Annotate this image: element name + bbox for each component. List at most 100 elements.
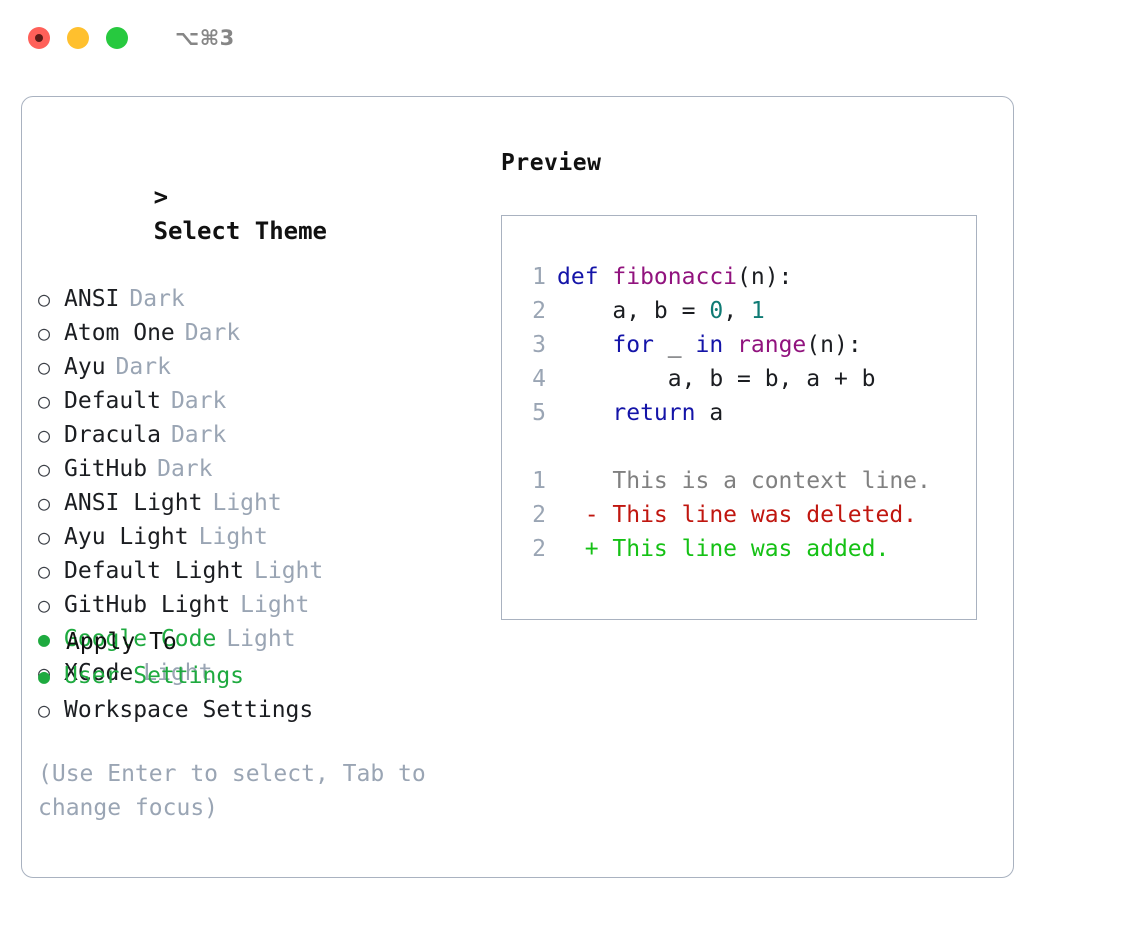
radio-unselected-icon: ○ (38, 423, 51, 447)
apply-to-options: ● User Settings ○ Workspace Settings (38, 659, 498, 727)
theme-name: Ayu Light (64, 524, 189, 550)
traffic-light-group (28, 27, 128, 49)
code-line-text: a, b = 0, 1 (557, 294, 765, 328)
window-titlebar: ⌥⌘3 (0, 0, 1140, 76)
keyboard-shortcut-label: ⌥⌘3 (175, 26, 235, 50)
diff-line-text: This is a context line. (557, 468, 931, 494)
line-number: 5 (532, 400, 546, 426)
theme-list-item[interactable]: ○ GitHub Dark (38, 452, 498, 486)
line-number: 2 (532, 502, 546, 528)
radio-unselected-icon: ○ (38, 457, 51, 481)
code-line: 5 return a (502, 396, 976, 430)
theme-list-item[interactable]: ○ Atom One Dark (38, 316, 498, 350)
diff-line-text: - This line was deleted. (557, 502, 918, 528)
radio-unselected-icon: ○ (38, 559, 51, 583)
code-token-plain: _ (653, 332, 696, 358)
theme-kind-badge: Light (198, 524, 268, 550)
code-token-plain: (n): (806, 332, 862, 358)
code-token-fn: fibonacci (612, 264, 738, 290)
apply-to-title: Apply To (66, 629, 177, 655)
theme-kind-badge: Dark (115, 354, 171, 380)
code-token-plain: a (695, 400, 724, 426)
code-token-plain (557, 332, 612, 358)
theme-name: XCode (64, 660, 134, 686)
diff-line: 2 - This line was deleted. (502, 498, 976, 532)
theme-kind-badge: Dark (170, 388, 227, 414)
theme-list-item[interactable]: ○ Default Dark (38, 384, 498, 418)
line-number: 2 (532, 536, 546, 562)
theme-list-item[interactable]: ○ Default Light Light (38, 554, 498, 588)
theme-kind-badge: Light (143, 660, 213, 686)
close-button[interactable] (28, 27, 50, 49)
theme-list-item[interactable]: ○ ANSI Dark (38, 282, 498, 316)
code-token-plain: a, b = (557, 298, 710, 324)
code-diff-spacer (502, 430, 976, 464)
code-token-kw: in (695, 332, 724, 358)
code-token-kw: def (557, 264, 613, 290)
code-line: 4 a, b = b, a + b (502, 362, 976, 396)
code-line-text: def fibonacci(n): (557, 260, 792, 294)
radio-unselected-icon: ○ (38, 698, 51, 722)
diff-line: 2 + This line was added. (502, 532, 976, 566)
radio-unselected-icon: ○ (38, 321, 51, 345)
line-number: 3 (532, 332, 546, 358)
maximize-button[interactable] (106, 27, 128, 49)
theme-kind-badge: Light (254, 558, 324, 584)
diff-sample: 1 This is a context line.2 - This line w… (502, 464, 976, 566)
theme-name: Ayu (64, 354, 106, 380)
code-token-num: 1 (750, 298, 765, 324)
code-line: 1 def fibonacci(n): (502, 260, 976, 294)
radio-unselected-icon: ○ (38, 287, 51, 311)
code-line-text: a, b = b, a + b (557, 362, 876, 396)
minimize-button[interactable] (67, 27, 89, 49)
radio-unselected-icon: ○ (38, 389, 51, 413)
code-line-text: return a (557, 396, 723, 430)
apply-to-section: Apply To ● User Settings ○ Workspace Settin… (38, 625, 498, 727)
code-token-num: 0 (709, 298, 724, 324)
theme-kind-badge: Light (212, 490, 282, 516)
theme-list-header: > Select Theme (38, 146, 498, 282)
apply-to-option-label: User Settings (64, 663, 245, 689)
radio-selected-icon: ● (38, 627, 51, 651)
theme-kind-badge: Light (240, 592, 310, 618)
radio-selected-icon: ● (38, 664, 51, 688)
apply-to-option[interactable]: ○ Workspace Settings (38, 693, 498, 727)
theme-list-item[interactable]: ○ XCode Light (38, 656, 498, 690)
theme-name: Default Light (64, 558, 245, 584)
theme-name: GitHub (64, 456, 148, 482)
diff-line-text: + This line was added. (557, 536, 890, 562)
apply-to-option-label: Workspace Settings (64, 697, 314, 723)
apply-to-option[interactable]: ● User Settings (38, 659, 498, 693)
line-number: 1 (532, 264, 546, 290)
code-token-plain (557, 400, 612, 426)
theme-kind-badge: Dark (129, 286, 185, 312)
theme-name: GitHub Light (64, 592, 231, 618)
code-token-plain: (n): (737, 264, 793, 290)
theme-kind-badge: Dark (157, 456, 213, 482)
radio-unselected-icon: ○ (38, 491, 51, 515)
line-number: 2 (532, 298, 546, 324)
code-token-plain (723, 332, 737, 358)
code-line: 2 a, b = 0, 1 (502, 294, 976, 328)
theme-name: ANSI (64, 286, 120, 312)
theme-list-item[interactable]: ○ Ayu Light Light (38, 520, 498, 554)
theme-name: Atom One (64, 320, 175, 346)
radio-unselected-icon: ○ (38, 661, 51, 685)
theme-kind-badge: Dark (184, 320, 241, 346)
code-line: 3 for _ in range(n): (502, 328, 976, 362)
radio-unselected-icon: ○ (38, 525, 51, 549)
code-token-plain: , (723, 298, 751, 324)
code-token-fn: range (737, 332, 807, 358)
code-token-kw: return (612, 400, 696, 426)
theme-name: Dracula (64, 422, 161, 448)
theme-name: Default (64, 388, 161, 414)
